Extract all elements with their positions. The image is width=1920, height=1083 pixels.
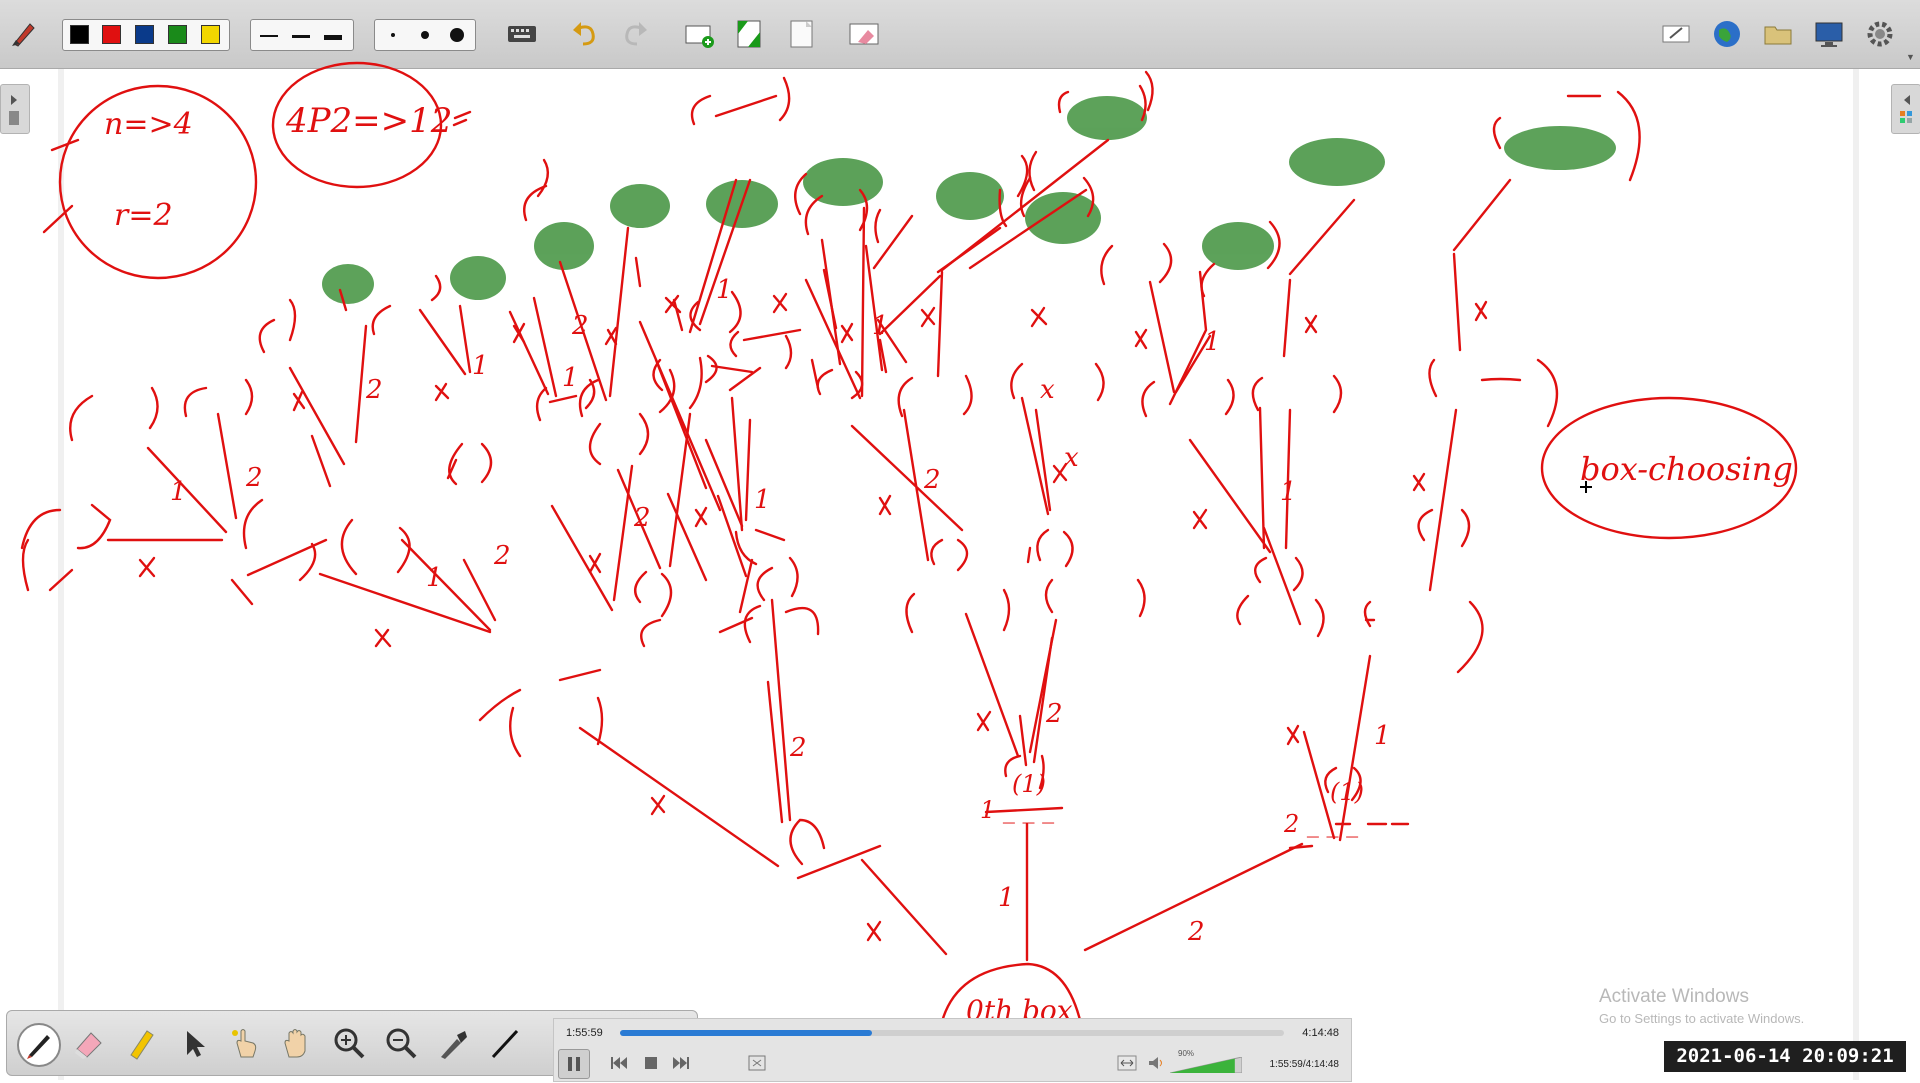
dot-medium-button[interactable] bbox=[410, 24, 440, 46]
speaker-icon[interactable] bbox=[1146, 1053, 1168, 1073]
eraser-icon[interactable] bbox=[69, 1023, 109, 1063]
line-tool-icon[interactable] bbox=[485, 1023, 525, 1063]
pen-icon[interactable] bbox=[17, 1023, 61, 1067]
svg-text:2: 2 bbox=[1187, 917, 1205, 947]
previous-button[interactable] bbox=[608, 1053, 630, 1073]
board-right-margin bbox=[1853, 69, 1859, 1080]
total-time: 4:14:48 bbox=[1302, 1027, 1339, 1039]
next-button[interactable] bbox=[670, 1053, 692, 1073]
display-icon[interactable] bbox=[1813, 18, 1845, 50]
laser-hand-icon[interactable] bbox=[225, 1023, 265, 1063]
keyboard-icon[interactable] bbox=[506, 18, 538, 50]
seek-bar[interactable] bbox=[620, 1030, 1284, 1036]
level1-box1-label: 1 _ _ _ bbox=[980, 796, 1054, 824]
svg-text:1: 1 bbox=[170, 477, 187, 507]
globe-icon[interactable] bbox=[1711, 18, 1743, 50]
svg-text:2: 2 bbox=[365, 375, 383, 405]
svg-text:1: 1 bbox=[472, 351, 489, 381]
fullscreen-button[interactable] bbox=[746, 1053, 768, 1073]
whiteboard-icon[interactable] bbox=[1660, 18, 1692, 50]
hand-pan-icon[interactable] bbox=[277, 1023, 317, 1063]
activate-title: Activate Windows bbox=[1599, 986, 1749, 1007]
crosshair-cursor-icon bbox=[1580, 481, 1592, 493]
svg-text:1: 1 bbox=[998, 883, 1015, 913]
right-panel-toggle[interactable] bbox=[1891, 84, 1920, 134]
pen-settings-icon[interactable] bbox=[8, 18, 40, 50]
fit-width-button[interactable] bbox=[1116, 1053, 1138, 1073]
svg-text:1: 1 bbox=[562, 363, 579, 393]
current-time: 1:55:59 bbox=[566, 1027, 603, 1039]
dot-small-button[interactable] bbox=[378, 24, 408, 46]
svg-text:x: x bbox=[1040, 375, 1055, 405]
svg-text:1: 1 bbox=[754, 485, 771, 515]
color-green-swatch[interactable] bbox=[168, 25, 187, 44]
pause-button[interactable] bbox=[558, 1049, 590, 1079]
line-thin-button[interactable] bbox=[254, 24, 284, 46]
svg-text:1: 1 bbox=[1280, 477, 1297, 507]
svg-text:2: 2 bbox=[633, 503, 651, 533]
board-left-margin bbox=[58, 69, 64, 1080]
line-width-group bbox=[250, 19, 354, 51]
volume-slider[interactable] bbox=[1170, 1057, 1242, 1073]
note-r-label: r=2 bbox=[114, 198, 173, 233]
svg-text:2: 2 bbox=[789, 733, 807, 763]
volume-percent: 90% bbox=[1178, 1049, 1195, 1058]
note-perm-label: 4P2=>12 bbox=[285, 101, 452, 141]
pointer-icon[interactable] bbox=[173, 1023, 213, 1063]
svg-text:1: 1 bbox=[1204, 327, 1221, 357]
svg-text:1: 1 bbox=[1374, 721, 1391, 751]
activate-windows-watermark: Activate Windows Go to Settings to activ… bbox=[1599, 986, 1804, 1026]
highlighter-icon[interactable] bbox=[121, 1023, 161, 1063]
color-blue-swatch[interactable] bbox=[135, 25, 154, 44]
level1-box1-circle: (1) bbox=[1012, 770, 1046, 798]
time-position: 1:55:59/4:14:48 bbox=[1269, 1059, 1339, 1070]
color-picker-icon[interactable] bbox=[433, 1023, 473, 1063]
activate-subtitle: Go to Settings to activate Windows. bbox=[1599, 1011, 1805, 1026]
page-green-icon[interactable] bbox=[734, 18, 766, 50]
page-blank-icon[interactable] bbox=[786, 18, 818, 50]
color-black-swatch[interactable] bbox=[70, 25, 89, 44]
line-thick-button[interactable] bbox=[318, 24, 348, 46]
line-medium-button[interactable] bbox=[286, 24, 316, 46]
color-palette bbox=[62, 19, 230, 51]
level1-box2-label: 2 _ _ _ bbox=[1283, 810, 1358, 838]
dot-size-group bbox=[374, 19, 476, 51]
svg-text:1: 1 bbox=[872, 311, 889, 341]
level1-box2-circle: (1) bbox=[1330, 778, 1364, 806]
settings-icon[interactable] bbox=[1864, 18, 1896, 50]
left-panel-toggle[interactable] bbox=[0, 84, 30, 134]
svg-text:2: 2 bbox=[245, 463, 263, 493]
seek-progress bbox=[620, 1030, 873, 1036]
toolbar-overflow-icon[interactable]: ▼ bbox=[1906, 52, 1915, 62]
note-n-label: n=>4 bbox=[104, 107, 193, 142]
svg-text:1: 1 bbox=[426, 563, 443, 593]
svg-text:1: 1 bbox=[716, 275, 733, 305]
stop-button[interactable] bbox=[640, 1053, 662, 1073]
media-player: 1:55:59 4:14:48 90% 1:55:59/4:14:48 bbox=[553, 1018, 1352, 1082]
undo-icon[interactable] bbox=[569, 18, 601, 50]
svg-text:2: 2 bbox=[1045, 699, 1063, 729]
zoom-out-icon[interactable] bbox=[381, 1023, 421, 1063]
zoom-in-icon[interactable] bbox=[329, 1023, 369, 1063]
dot-large-button[interactable] bbox=[442, 24, 472, 46]
svg-text:2: 2 bbox=[923, 465, 941, 495]
note-box-choosing-label: box-choosing bbox=[1580, 450, 1793, 488]
svg-text:2: 2 bbox=[571, 311, 589, 341]
recording-timestamp: 2021-06-14 20:09:21 bbox=[1664, 1041, 1906, 1072]
clear-icon[interactable] bbox=[848, 18, 880, 50]
color-yellow-swatch[interactable] bbox=[201, 25, 220, 44]
color-red-swatch[interactable] bbox=[102, 25, 121, 44]
svg-text:2: 2 bbox=[493, 541, 511, 571]
top-toolbar: ▼ bbox=[0, 0, 1920, 69]
svg-text:x: x bbox=[1064, 443, 1079, 473]
new-page-icon[interactable] bbox=[683, 18, 715, 50]
folder-icon[interactable] bbox=[1762, 18, 1794, 50]
redo-icon[interactable] bbox=[619, 18, 651, 50]
